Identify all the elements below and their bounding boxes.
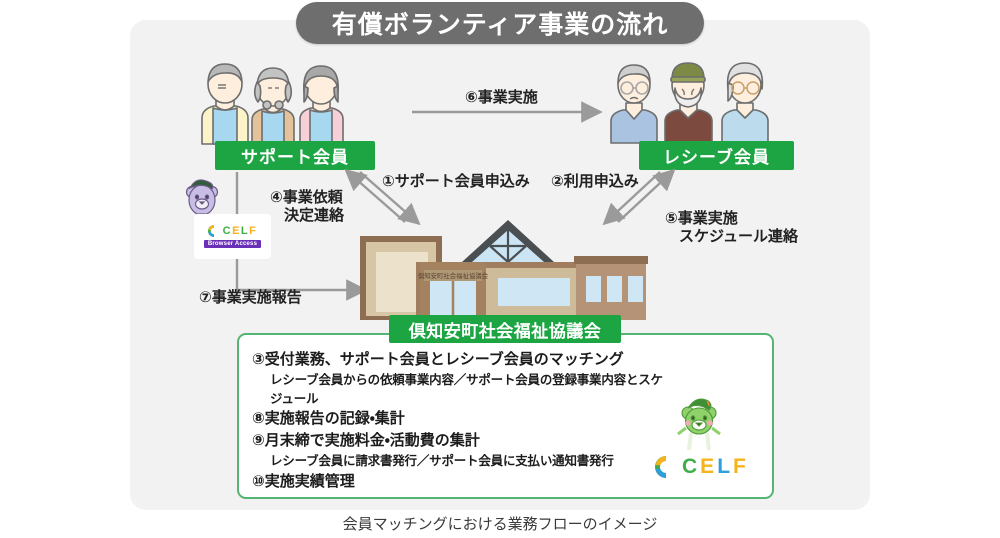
list-item: ⑧実施報告の記録・集計 [252,408,672,430]
figure-caption: 会員マッチングにおける業務フローのイメージ [342,516,658,533]
list-item: ⑨月末締で実施料金・活動費の集計 レシーブ会員に請求書発行／サポート会員に支払い… [252,430,672,471]
flow-label-2: ②利用申込み [551,173,639,190]
list-item: ⑩実施実績管理 [252,471,672,493]
duty-main-9: ⑨月末締で実施料金・活動費の集計 [252,432,480,449]
flow-label-5-line1: ⑤事業実施 [665,210,738,227]
arrow-1-up [344,168,406,223]
celf-wordmark: CELF [222,225,258,237]
list-item: ③受付業務、サポート会員とレシーブ会員のマッチング レシーブ会員からの依頼事業内… [252,349,672,408]
flow-label-4-line2: 決定連絡 [284,207,345,224]
building-sign-text: 倶知安町社会福祉協議会 [418,271,489,280]
arrow-2 [602,171,661,226]
celf-wordmark: CELF [682,455,749,478]
flow-label-7: ⑦事業実施報告 [199,289,302,306]
council-panel-header: 倶知安町社会福祉協議会 [389,315,621,343]
flow-label-1: ①サポート会員申込み [382,173,530,190]
arrow-1-down [359,171,421,226]
celf-browser-access-logo: CELF Browser Access [194,214,271,259]
browser-access-badge: Browser Access [203,240,262,248]
flow-label-4-line1: ④事業依頼 [270,189,343,206]
flow-label-5-line2: スケジュール連絡 [679,228,798,245]
diagram-title: 有償ボランティア事業の流れ [296,2,704,44]
duty-main-3: ③受付業務、サポート会員とレシーブ会員のマッチング [252,351,624,368]
support-member-label: サポート会員 [215,141,375,170]
council-duties-list: ③受付業務、サポート会員とレシーブ会員のマッチング レシーブ会員からの依頼事業内… [252,349,672,492]
purple-bear-mascot-icon [182,178,222,222]
duty-sub-9: レシーブ会員に請求書発行／サポート会員に支払い通知書発行 [270,453,614,468]
receive-member-label: レシーブ会員 [639,141,794,170]
flow-label-6: ⑥事業実施 [465,89,538,106]
receive-members-illustration [605,55,790,144]
council-building-illustration: 倶知安町社会福祉協議会 [358,218,648,320]
celf-logo-panel: CELF [655,455,749,479]
green-bear-mascot-icon [676,398,726,454]
duty-sub-3: レシーブ会員からの依頼事業内容／サポート会員の登録事業内容とスケジュール [270,372,663,406]
duty-main-10: ⑩実施実績管理 [252,472,355,490]
support-members-illustration [180,52,370,145]
celf-c-mark-icon [655,456,666,478]
duty-main-8: ⑧実施報告の記録・集計 [252,410,405,428]
arrow-5 [617,168,676,223]
celf-c-mark-icon [207,225,214,237]
